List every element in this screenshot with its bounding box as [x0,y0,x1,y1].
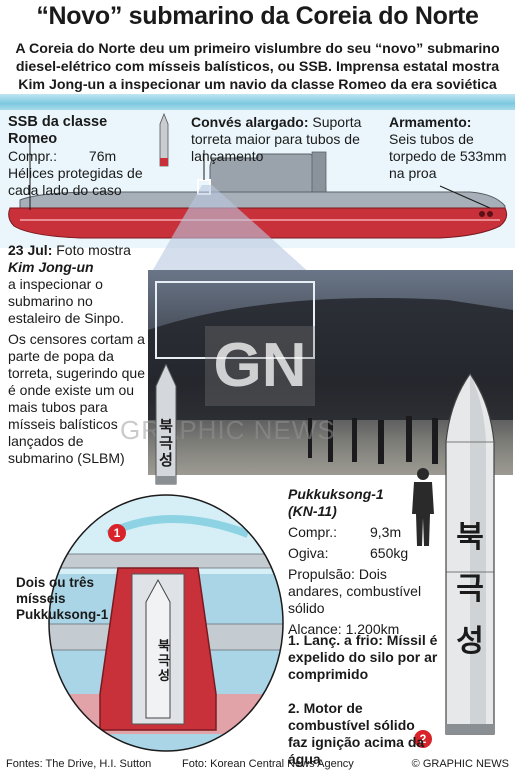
step-2-badge: 2 [414,730,432,748]
large-missile-illustration [445,372,495,735]
missile-specs: Compr.: 9,3m Ogiva: 650kg Propulsão: Dois … [288,524,438,638]
sub-length: Compr.: 76m [8,148,158,165]
footer-photo-credit: Foto: Korean Central News Agency [182,758,354,770]
photo-sub-silhouette [148,281,513,464]
step-1-badge: 1 [108,524,126,542]
submarine-side-view [8,138,508,239]
caption-name: Kim Jong-un [8,259,94,275]
footer-copyright: © GRAPHIC NEWS [411,758,509,770]
missile-range-value: 1.200km [345,621,400,637]
gn-logo-watermark: GN [205,326,315,406]
missile-name: Pukkuksong-1 [288,486,384,502]
caption-text3: Os censores cortam a parte de popa da to… [8,331,145,466]
large-missile-korean: 북 극 성 [456,521,484,658]
page-title: “Novo” submarino da Coreia do Norte [36,2,479,30]
step-2-text: 2. Motor de combustível sólido faz igniç… [288,700,425,767]
missile-code: (KN-11) [288,503,337,519]
deck-text: Suporta torreta maior para tubos de lanç… [191,114,362,164]
launched-missile-illustration [155,364,177,485]
missile-propulsion-label: Propulsão: [288,566,355,582]
missile-warhead-label: Ogiva: [288,545,329,561]
missile-title: Pukkuksong-1 (KN-11) [288,486,384,520]
missile-length-label: Compr.: [288,524,338,540]
step-1-text: 1. Lanç. a frio: Míssil é expelido do si… [288,632,438,682]
armament-text: Seis tubos de torpedo de 533mm na proa [389,131,507,181]
small-missile-icon [159,112,169,167]
caption-text2: a inspecionar o submarino no estaleiro d… [8,276,124,326]
deck-block: Convés alargado: Suporta torreta maior p… [191,114,371,165]
sub-class-title: SSB da classe Romeo [8,114,108,147]
sub-length-label: Compr.: [8,148,58,164]
footer-sources: Fontes: The Drive, H.I. Sutton [6,758,152,770]
missile-range-label: Alcance: [288,621,342,637]
sub-length-value: 76m [88,148,117,164]
subtitle: A Coreia do Norte deu um primeiro vislum… [15,41,500,93]
deck-title: Convés alargado: [191,114,309,130]
caption-text1: Foto mostra [56,242,131,258]
footer: Fontes: The Drive, H.I. Sutton Foto: Kor… [6,758,509,770]
sea-surface [0,94,515,110]
launched-missile-korean: 북 극 성 [159,418,173,469]
zoom-connector [150,185,312,275]
sub-class-block: SSB da classe Romeo Compr.: 76m Hélices … [8,114,158,199]
missile-propulsion-value: Dois andares, combustível sólido [288,566,422,616]
missile-length-value: 9,3m [370,524,402,540]
armament-title: Armamento: [389,114,472,130]
silo-missile-korean: 북 극 성 [158,638,170,683]
silo-label: Dois ou três mísseis Pukkuksong-1 [16,575,109,622]
armament-block: Armamento: Seis tubos de torpedo de 533m… [389,114,513,182]
missile-warhead-value: 650kg [370,545,409,561]
caption-date: 23 Jul: [8,242,53,258]
silo-cutaway-circle [48,494,284,752]
human-scale-silhouette [412,468,434,546]
photo-caption: 23 Jul: Foto mostra Kim Jong-un a inspec… [8,242,158,467]
sub-propellers: Hélices protegidas de cada lado do caso [8,165,143,198]
